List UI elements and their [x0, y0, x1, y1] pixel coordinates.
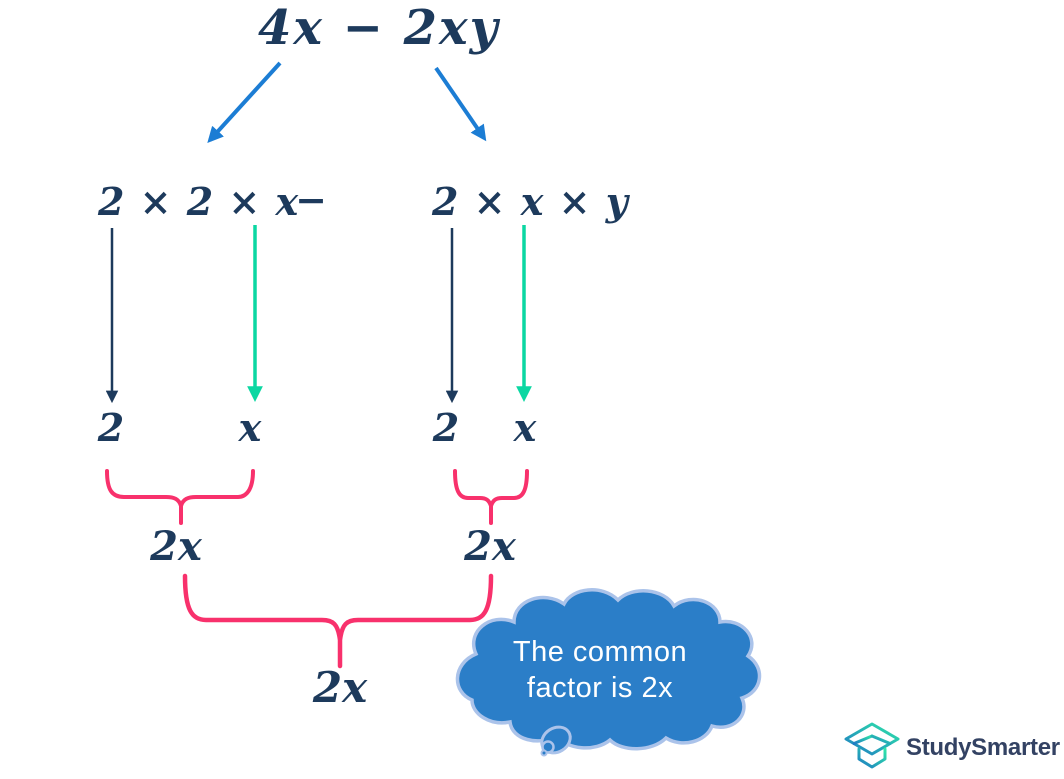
cloud-shape — [455, 588, 762, 751]
split-arrow-right — [434, 66, 487, 142]
factor-label-left-2: 2 — [97, 405, 125, 450]
common-factor-label: 2x — [312, 663, 368, 712]
factor-label-left-x: x — [238, 405, 262, 450]
studysmarter-logo-text: StudySmarter — [906, 734, 1060, 761]
expansion-term-right: 2 × x × y — [432, 179, 629, 224]
callout-line-1: The common — [512, 636, 688, 668]
callout-line-2: factor is 2x — [526, 672, 674, 704]
brace-right-group — [453, 469, 529, 525]
split-arrow-left — [207, 61, 282, 143]
studysmarter-logo: StudySmarter — [844, 720, 1064, 776]
factor-label-right-x: x — [513, 405, 537, 450]
expansion-term-left: 2 × 2 × x — [98, 179, 300, 224]
expression-title: 4x − 2xy — [258, 0, 500, 56]
factor-label-right-2: 2 — [432, 405, 460, 450]
thought-bubble — [455, 588, 762, 757]
thought-bubble-tail — [540, 725, 572, 757]
product-label-right: 2x — [464, 523, 516, 570]
brace-left-group — [105, 469, 255, 525]
product-label-left: 2x — [150, 523, 202, 570]
brace-common-factor — [182, 573, 494, 669]
studysmarter-logo-icon — [844, 722, 900, 769]
minus-sign: − — [295, 177, 327, 222]
